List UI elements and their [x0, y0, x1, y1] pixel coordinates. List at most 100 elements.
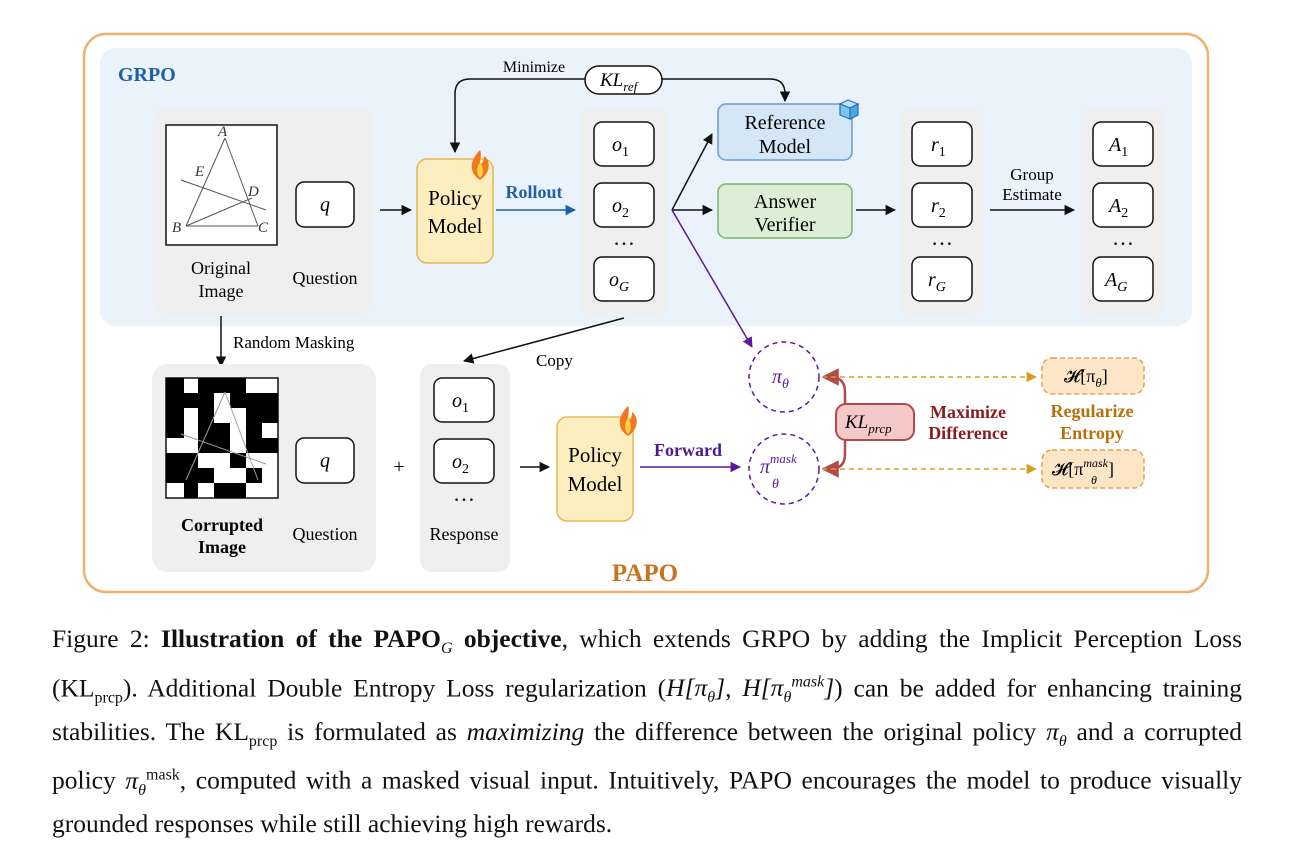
caption-figure-label: Figure 2:: [52, 624, 150, 653]
frozen-cube-icon: [838, 99, 860, 120]
output-og-box: [593, 256, 655, 302]
advantage-ag-box: [1092, 256, 1154, 302]
rollout-label: Rollout: [505, 182, 562, 202]
response-o2: o2: [452, 451, 469, 477]
policy-model-bottom: [556, 416, 634, 522]
response-dots: …: [453, 481, 475, 506]
reference-model-label-1: Reference: [744, 112, 825, 134]
advantage-a1: A1: [1107, 134, 1128, 160]
corrupted-image-label-1: Corrupted: [181, 515, 263, 535]
papo-diagram: GRPO A E D B C Original Image q Question…: [82, 32, 1210, 594]
kl-ref-label: KLref: [599, 70, 640, 94]
entropy-pimask-sub: θ: [1091, 473, 1097, 487]
geo-label-e: E: [194, 164, 204, 180]
output-o2-box: [593, 182, 655, 228]
arrow-to-pi-theta: [671, 209, 753, 348]
caption-italic: maximizing: [466, 716, 585, 746]
output-o1: o1: [612, 134, 629, 160]
corrupted-image-label-2: Image: [198, 537, 246, 557]
entropy-pimask-box: [1041, 449, 1145, 489]
policy-model-top: [416, 158, 494, 264]
reward-rg: rG: [928, 269, 946, 295]
entropy-pimask-label: 𝓗[πmask]: [1052, 456, 1114, 479]
random-masking-label: Random Masking: [233, 333, 355, 352]
kl-prcp-bracket-lower: [821, 440, 847, 478]
reward-r2: r2: [931, 195, 946, 221]
geo-label-d: D: [247, 184, 259, 200]
reward-dots: …: [931, 225, 953, 250]
question-box-bottom: [295, 437, 355, 484]
plus-sign: +: [393, 456, 404, 478]
geo-label-a: A: [217, 124, 228, 140]
arrow-to-reference: [671, 133, 713, 211]
forward-label: Forward: [654, 440, 722, 460]
advantage-dots: …: [1112, 225, 1134, 250]
flame-icon-bottom: [619, 406, 637, 436]
flame-icon: [471, 150, 489, 180]
corrupted-image: [165, 377, 279, 499]
maximize-label-1: Maximize: [930, 402, 1006, 422]
advantage-a1-box: [1092, 121, 1154, 167]
geometry-figure: [180, 137, 267, 227]
policy-model-top-label-1: Policy: [428, 186, 482, 210]
reward-r1-box: [911, 121, 973, 167]
response-o2-box: [433, 438, 495, 484]
minimize-label: Minimize: [503, 59, 565, 76]
group-estimate-label-2: Estimate: [1002, 185, 1061, 204]
pi-theta-label: πθ: [772, 366, 789, 392]
regularize-label-1: Regularize: [1051, 401, 1134, 421]
geo-label-c: C: [258, 220, 269, 236]
original-image-label-2: Image: [199, 281, 244, 301]
policy-model-bottom-label-1: Policy: [568, 443, 622, 467]
caption-bold-title: Illustration of the PAPOG objective: [161, 624, 562, 658]
figure-caption: Figure 2: Illustration of the PAPOG obje…: [52, 624, 1243, 839]
kl-prcp-bracket: [821, 368, 847, 405]
question-q-top: q: [320, 194, 330, 216]
pi-theta-mask-label: πmask: [760, 451, 797, 478]
kl-prcp-label: KLprcp: [844, 412, 892, 436]
geo-label-b: B: [172, 220, 181, 236]
arrow-klref-to-reference: [662, 78, 791, 103]
original-image: [165, 124, 278, 246]
regularize-label-2: Entropy: [1060, 423, 1124, 443]
question-label-top: Question: [293, 268, 358, 288]
output-o2: o2: [612, 195, 629, 221]
question-label-bottom: Question: [293, 524, 358, 544]
original-image-label: Original: [191, 258, 251, 278]
arrow-copy: [462, 317, 625, 364]
answer-verifier-label-1: Answer: [754, 191, 817, 213]
kl-prcp-box: [835, 403, 915, 441]
output-og: oG: [609, 269, 629, 295]
maximize-label-2: Difference: [928, 423, 1008, 443]
advantage-a2-box: [1092, 182, 1154, 228]
advantage-a2: A2: [1107, 195, 1128, 221]
response-label: Response: [430, 524, 499, 544]
answer-verifier-box: [717, 183, 853, 239]
reward-r2-box: [911, 182, 973, 228]
group-estimate-label-1: Group: [1010, 165, 1053, 184]
reference-model-box: [717, 103, 853, 161]
response-o1: o1: [452, 390, 469, 416]
output-dots: …: [613, 225, 635, 250]
arrow-minimize: [449, 78, 585, 154]
entropy-pi-label: 𝓗[πθ]: [1064, 366, 1108, 390]
reference-model-label-2: Model: [759, 136, 812, 158]
question-q-bottom: q: [320, 450, 330, 472]
policy-model-bottom-label-2: Model: [568, 472, 623, 496]
reward-r1: r1: [931, 134, 946, 160]
grpo-title: GRPO: [118, 64, 176, 86]
pi-theta-mask-sub: θ: [772, 477, 779, 492]
response-o1-box: [433, 377, 495, 423]
output-o1-box: [593, 121, 655, 167]
question-box-top: [295, 181, 355, 228]
caption-text-1: , which extends GRPO by adding the Impli…: [52, 624, 1243, 703]
kl-ref-box: [584, 65, 663, 95]
pi-theta-circle: [748, 341, 820, 413]
pi-theta-mask-circle: [748, 433, 820, 505]
kl-ref-sub: ref: [623, 79, 639, 94]
copy-label: Copy: [536, 351, 573, 370]
advantage-ag: AG: [1103, 269, 1127, 295]
entropy-pi-box: [1041, 357, 1145, 395]
reward-rg-box: [911, 256, 973, 302]
policy-model-top-label-2: Model: [428, 214, 483, 238]
